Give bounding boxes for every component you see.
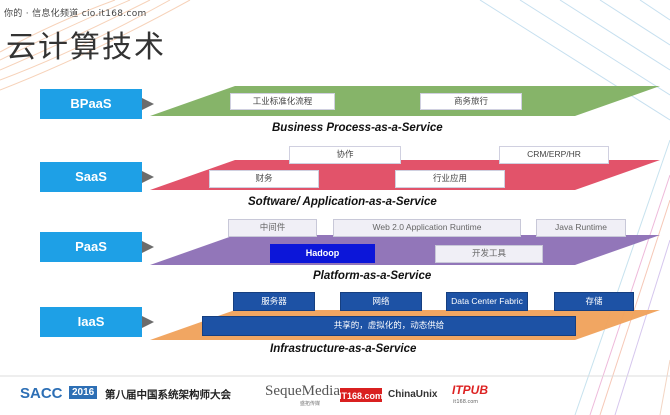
saas-item-collaboration: 协作 [289, 146, 401, 164]
paas-caption: Platform-as-a-Service [313, 270, 432, 282]
paas-item-dev-tools: 开发工具 [435, 245, 543, 263]
bpaas-caption: Business Process-as-a-Service [272, 122, 443, 134]
iaas-item-datacenter-fabric: Data Center Fabric [446, 292, 528, 311]
saas-caption: Software/ Application-as-a-Service [248, 196, 437, 208]
sacc-year-badge: 2016 [69, 386, 98, 399]
chinaunix-logo: ChinaUnix [388, 389, 438, 400]
tier-label-iaas: IaaS [40, 307, 142, 337]
iaas-caption: Infrastructure-as-a-Service [270, 343, 417, 355]
sequemedia-logo: SequeMedia [265, 383, 340, 399]
watermark-text: 你的 · 信息化频道 cio.it168.com [4, 9, 147, 19]
sequemedia-sub: 盛拓传媒 [300, 401, 321, 407]
tier-label-saas: SaaS [40, 162, 142, 192]
iaas-item-storage: 存储 [554, 292, 634, 311]
itpub-sub: it168.com [453, 399, 479, 405]
sacc-logo: SACC [20, 385, 63, 402]
conference-name: 第八届中国系统架构师大会 [105, 389, 231, 401]
it168-logo-text: IT168.com [340, 391, 382, 401]
tier-label-bpaas: BPaaS [40, 89, 142, 119]
saas-item-finance: 财务 [209, 170, 319, 188]
it168-logo-icon: IT168.com [340, 388, 382, 402]
itpub-logo: ITPUB [452, 383, 488, 397]
paas-item-java-runtime: Java Runtime [536, 219, 626, 237]
bpaas-item-business-travel: 商务旅行 [420, 93, 522, 110]
saas-item-industry-apps: 行业应用 [395, 170, 505, 188]
bpaas-item-standard-process: 工业标准化流程 [230, 93, 335, 110]
iaas-item-servers: 服务器 [233, 292, 315, 311]
iaas-item-network: 网络 [340, 292, 422, 311]
paas-item-web20-runtime: Web 2.0 Application Runtime [333, 219, 521, 237]
paas-item-middleware: 中间件 [228, 219, 317, 237]
tier-label-paas: PaaS [40, 232, 142, 262]
page-title: 云计算技术 [6, 30, 166, 65]
saas-item-crm-erp-hr: CRM/ERP/HR [499, 146, 609, 164]
iaas-item-shared-virtualized: 共享的，虚拟化的，动态供给 [202, 316, 576, 336]
paas-item-hadoop: Hadoop [270, 244, 375, 263]
